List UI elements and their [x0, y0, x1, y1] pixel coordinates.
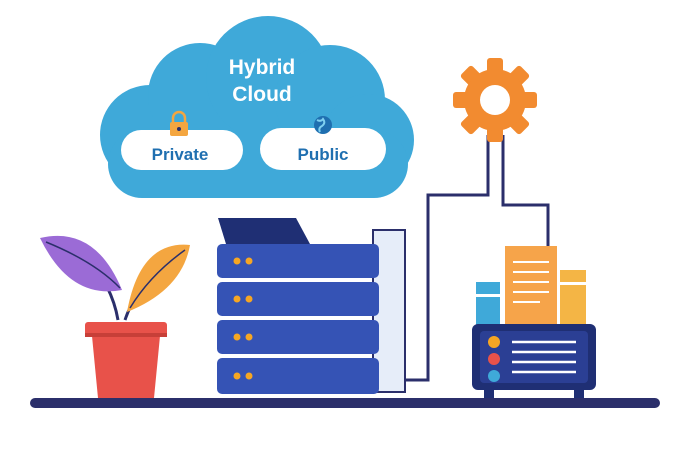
- floor-line: [30, 398, 660, 408]
- cloud-title-line1: Hybrid: [229, 56, 296, 79]
- server-unit-4: [217, 358, 379, 394]
- status-light-red: [488, 353, 500, 365]
- public-label: Public: [297, 145, 348, 164]
- private-label: Private: [152, 145, 209, 164]
- status-light-blue: [488, 370, 500, 382]
- yellow-binder: [560, 270, 586, 326]
- orange-leaf: [127, 244, 190, 312]
- cloud-shape: [100, 16, 414, 198]
- storage-device-icon: [472, 324, 596, 398]
- globe-icon: [314, 116, 332, 134]
- server-rack-icon: [217, 218, 406, 394]
- public-pill: Public: [260, 116, 386, 170]
- gear-icon: [453, 58, 537, 142]
- private-pill: Private: [121, 110, 243, 170]
- server-unit-2: [217, 282, 379, 316]
- cloud-title-line2: Cloud: [232, 83, 291, 106]
- orange-document: [505, 246, 557, 326]
- server-unit-1: [217, 244, 379, 278]
- document-stack-icon: [476, 246, 586, 326]
- blue-binder: [476, 282, 500, 326]
- lock-icon: [170, 110, 188, 136]
- pot-rim: [85, 322, 167, 336]
- server-unit-3: [217, 320, 379, 354]
- potted-plant-icon: [40, 235, 190, 398]
- pot-body: [92, 336, 160, 398]
- server-lid: [218, 218, 310, 244]
- status-light-orange: [488, 336, 500, 348]
- purple-leaf: [40, 235, 122, 292]
- connection-wires: [405, 135, 550, 382]
